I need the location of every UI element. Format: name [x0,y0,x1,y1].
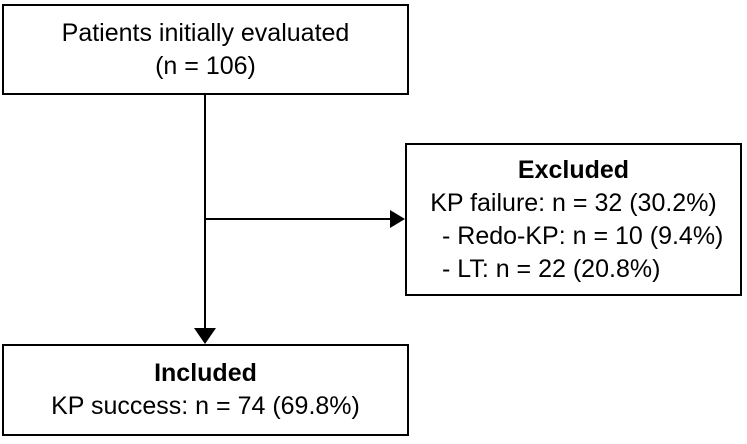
initial-box-text: Patients initially evaluated [61,18,350,47]
arrowhead-down-icon [194,328,216,344]
initial-box-count: (n = 106) [155,51,256,80]
excluded-box-title: Excluded [517,155,630,184]
box-included: Included KP success: n = 74 (69.8%) [2,344,409,436]
excluded-box-sub-lt: - LT: n = 22 (20.8%) [442,254,661,283]
box-excluded: Excluded KP failure: n = 32 (30.2%) - Re… [405,143,742,296]
included-box-title: Included [154,359,257,387]
connector-horizontal-line [205,218,391,220]
excluded-box-kp-failure: KP failure: n = 32 (30.2%) [430,188,717,217]
included-box-kp-success: KP success: n = 74 (69.8%) [51,392,360,420]
box-patients-initially-evaluated: Patients initially evaluated (n = 106) [2,4,409,95]
excluded-box-sub-redo-kp: - Redo-KP: n = 10 (9.4%) [442,221,724,250]
arrowhead-right-icon [390,210,405,228]
connector-vertical-line [204,94,206,328]
